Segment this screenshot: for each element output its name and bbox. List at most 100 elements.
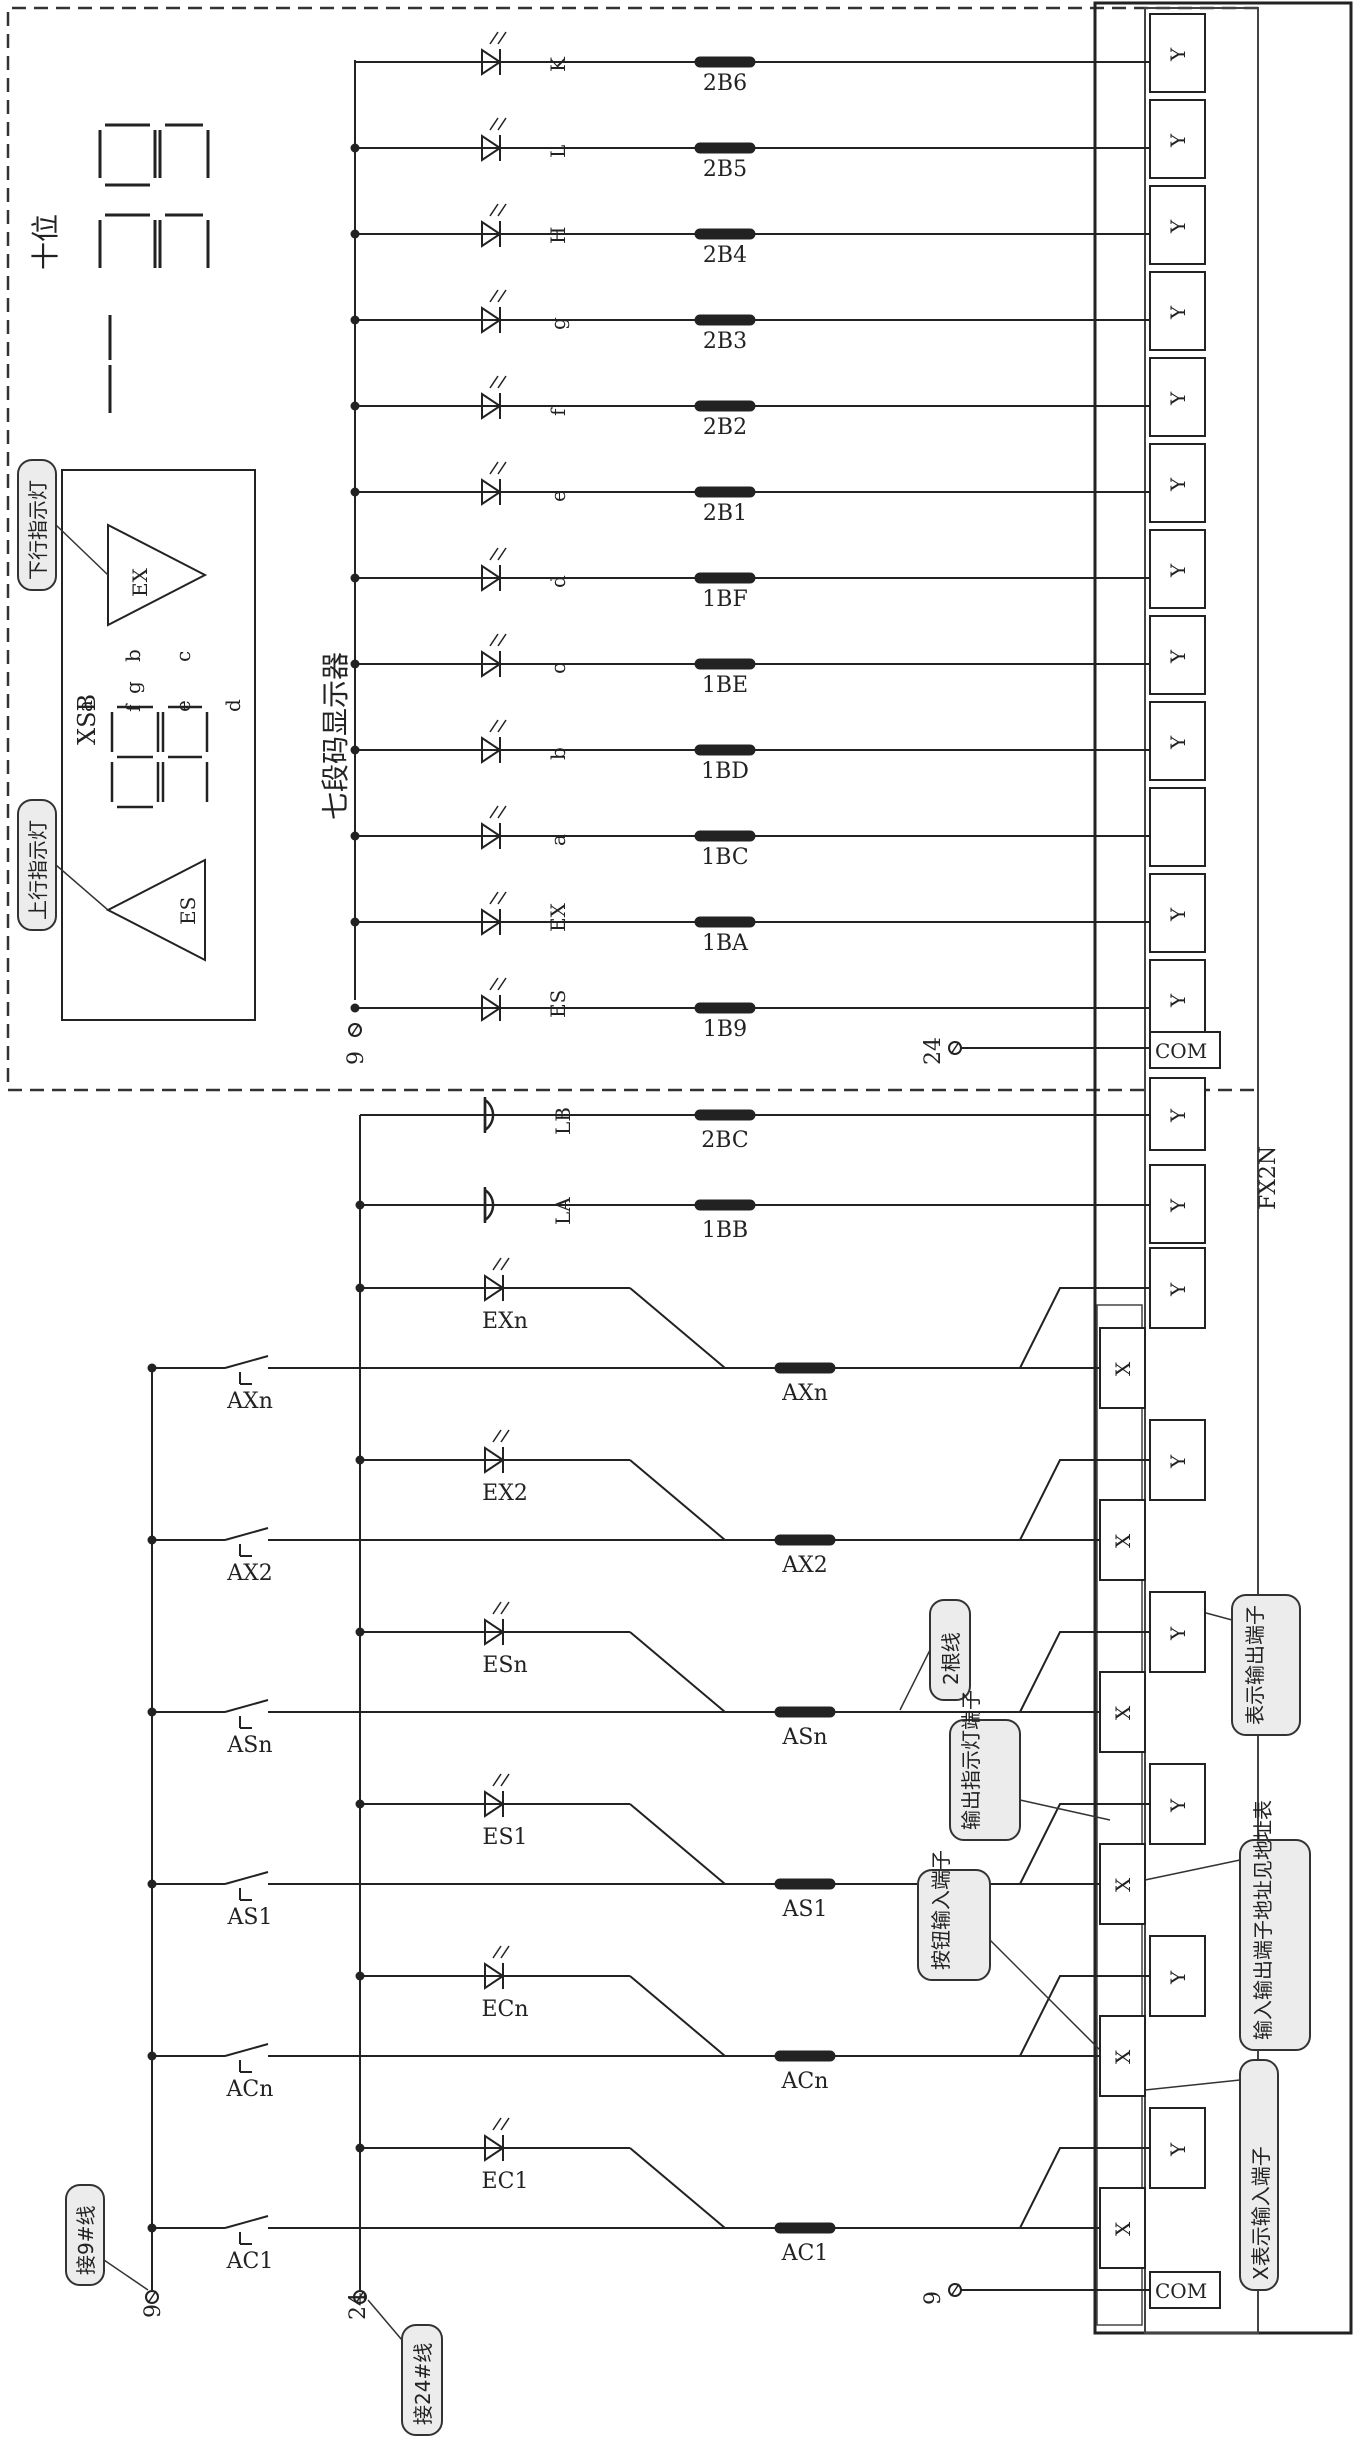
terminal-label: Y [1166,477,1190,492]
push-button-icon [224,1355,269,1385]
lamp-label: EXn [482,1309,528,1334]
xsb-panel [61,469,256,1021]
terminal-label: Y [1166,1970,1190,1985]
y-output-terminal: Y [1149,271,1206,351]
wire-label: AX2 [781,1553,828,1578]
led-icon [481,547,507,592]
junction-dot [355,1627,365,1637]
wire-connector [694,658,756,670]
seg-label-f: f [121,703,145,712]
lamp-label: ECn [481,1997,528,2022]
lamp-label: ESn [482,1653,527,1678]
terminal-label: Y [1166,1108,1190,1123]
wire-connector [694,56,756,68]
wire-connector [694,314,756,326]
junction-dot [350,315,360,325]
junction-dot [350,745,360,755]
y-output-terminal: Y [1149,529,1206,609]
y-output-terminal: Y [1149,185,1206,265]
junction-dot [355,1799,365,1809]
x-input-terminal: X [1099,1327,1146,1409]
seg-label-d: d [221,699,245,712]
y-output-terminal: Y [1149,701,1206,781]
y-output-terminal: Y [1149,357,1206,437]
callout-down-indicator: 下行指示灯 [17,459,109,591]
terminal-label: Y [1166,2142,1190,2157]
callout-up-indicator: 上行指示灯 [17,799,109,931]
plc-x-column-frame [1096,1304,1143,2326]
es-triangle-label: ES [176,897,200,925]
callout-two-wires: 2根线 [899,1599,971,1711]
junction-dot [350,1003,360,1013]
wire-label: AXn [781,1381,828,1406]
lamp-label: EC1 [482,2169,529,2194]
callout-io-address: 输入输出端子地址见地址表 [1144,1800,1311,2051]
y-output-terminal: Y [1149,873,1206,953]
led-icon [481,289,507,334]
wire-label: 2BC [701,1128,748,1153]
segment-layout-digit [110,705,209,809]
svg-text:2根线: 2根线 [939,1632,963,1685]
tens-digit-segments [98,123,210,413]
seven-segment-panel: 七段码显示器 十位 XSB ES EX [29,123,352,1021]
terminal-label: Y [1166,1626,1190,1641]
button-label: AS1 [227,1905,273,1930]
lamp-icon [484,1601,510,1646]
x-input-terminal: X [1099,2015,1146,2097]
bell-icon [483,1187,495,1223]
led-icon [481,461,507,506]
led-icon [481,805,507,850]
y-output-terminal: Y [1149,2107,1206,2189]
junction-dot [350,831,360,841]
button-label: AC1 [226,2249,274,2274]
display-rows: K2B6L2B5H2B4g2B3f2B2e2B1d1BFc1BEb1BDa1BC… [350,31,1150,1042]
terminal-label: Y [1166,1282,1190,1297]
terminal-label: Y [1166,305,1190,320]
junction-dot [147,2051,157,2061]
wire-label: 1BD [701,759,749,784]
junction-dot [350,143,360,153]
led-label: K [546,56,570,72]
y-output-terminal: Y [1149,1763,1206,1845]
junction-dot [350,659,360,669]
terminal-9-bottom: 9 [921,2283,1150,2305]
com-terminal: COM [1149,2271,1221,2309]
led-label: e [546,490,570,502]
junction-dot [355,2143,365,2153]
wire-label: 1BF [702,587,747,612]
terminal-label: Y [1166,563,1190,578]
junction-dot [350,229,360,239]
svg-text:上行指示灯: 上行指示灯 [26,820,50,920]
lamp-icon [484,1945,510,1990]
wire-connector [694,916,756,928]
y-output-terminal: Y [1149,443,1206,523]
led-icon [481,891,507,936]
y-output-terminal: Y [1149,13,1206,93]
wire-label: AS1 [782,1897,828,1922]
wire-connector [694,1199,756,1211]
led-label: c [546,663,570,674]
y-output-terminal: Y [1149,1247,1206,1329]
lamp-label: EX2 [482,1481,528,1506]
led-label: g [546,317,570,330]
push-button-icon [224,1699,269,1729]
led-icon [481,203,507,248]
junction-dot [355,1200,365,1210]
seg-label-b: b [121,649,145,662]
wire-connector [694,1109,756,1121]
lamp-icon [484,1773,510,1818]
tens-label: 十位 [29,214,62,270]
junction-dot [147,1535,157,1545]
callout-to-9-wire: 接9#线 [65,2184,149,2291]
